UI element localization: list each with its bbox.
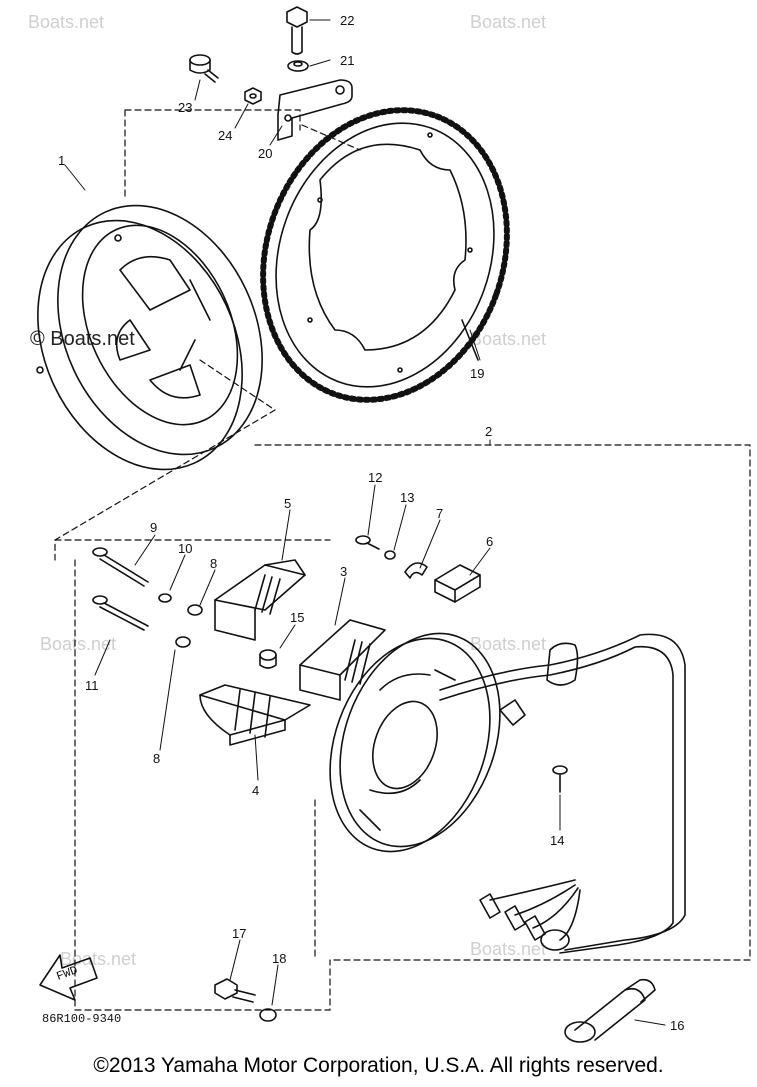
callout-10: 10 (178, 541, 192, 556)
callout-leaders (64, 19, 666, 1026)
callout-1: 1 (58, 153, 65, 168)
part-19-ring-gear (260, 107, 510, 403)
callout-14: 14 (550, 833, 564, 848)
callout-24: 24 (218, 128, 232, 143)
callout-3: 3 (340, 564, 347, 579)
part-8-washer (175, 604, 203, 648)
callout-19: 19 (470, 366, 484, 381)
watermark: Boats.net (28, 12, 104, 32)
callout-21: 21 (340, 53, 354, 68)
part-17-bolt (214, 978, 256, 1003)
callout-18: 18 (272, 951, 286, 966)
part-13-washer (384, 550, 396, 560)
part-22-bolt (286, 6, 308, 55)
watermark: Boats.net (470, 12, 546, 32)
part-11-bolt (92, 595, 149, 631)
watermark: Boats.net (470, 634, 546, 654)
callout-labels: 22 21 23 24 20 1 19 2 12 13 7 6 5 9 10 8… (42, 13, 684, 1033)
diagram-code: 86R100-9340 (42, 1012, 121, 1026)
fwd-label: FWD (55, 963, 80, 984)
watermark: Boats.net (60, 949, 136, 969)
callout-8-lower: 8 (153, 751, 160, 766)
callout-16: 16 (670, 1018, 684, 1033)
wire-harness (439, 633, 686, 954)
part-14-screw (552, 765, 568, 793)
watermark: Boats.net (40, 634, 116, 654)
leader-lines (54, 109, 751, 1011)
callout-6: 6 (486, 534, 493, 549)
callout-9: 9 (150, 520, 157, 535)
part-23-screw (189, 54, 219, 83)
part-10-washer (158, 593, 172, 603)
callout-22: 22 (340, 13, 354, 28)
part-21-washer (287, 60, 309, 72)
watermark: Boats.net (470, 939, 546, 959)
callout-17: 17 (232, 926, 246, 941)
part-20-bracket (277, 79, 353, 141)
callout-2: 2 (485, 424, 492, 439)
callout-4: 4 (252, 783, 259, 798)
part-3-coil (299, 619, 386, 701)
callout-13: 13 (400, 490, 414, 505)
part-1-flywheel (36, 204, 263, 471)
part-12-screw (355, 535, 380, 550)
part-4-coil (199, 684, 311, 746)
part-24-nut (244, 87, 262, 105)
callout-5: 5 (284, 496, 291, 511)
exploded-parts-diagram: Boats.net Boats.net Boats.net Boats.net … (28, 6, 751, 1043)
part-2-stator-plate (329, 632, 501, 853)
watermark-strong: © Boats.net (30, 328, 135, 350)
part-5-coil (214, 559, 306, 641)
copyright-notice: ©2013 Yamaha Motor Corporation, U.S.A. A… (93, 1054, 664, 1077)
part-15-spacer (259, 649, 277, 669)
part-16-sleeve (564, 978, 656, 1043)
part-9-bolt (92, 547, 149, 587)
fwd-arrow-icon: FWD (39, 954, 98, 1001)
part-7-clamp (404, 562, 428, 579)
callout-12: 12 (368, 470, 382, 485)
part-18-washer (259, 1008, 277, 1022)
watermarks: Boats.net Boats.net Boats.net Boats.net … (28, 12, 546, 969)
callout-15: 15 (290, 610, 304, 625)
callout-11: 11 (85, 678, 99, 693)
callout-23: 23 (178, 100, 192, 115)
callout-20: 20 (258, 146, 272, 161)
callout-7: 7 (436, 506, 443, 521)
callout-8: 8 (210, 556, 217, 571)
watermark: Boats.net (470, 329, 546, 349)
part-6-terminal (434, 564, 481, 603)
